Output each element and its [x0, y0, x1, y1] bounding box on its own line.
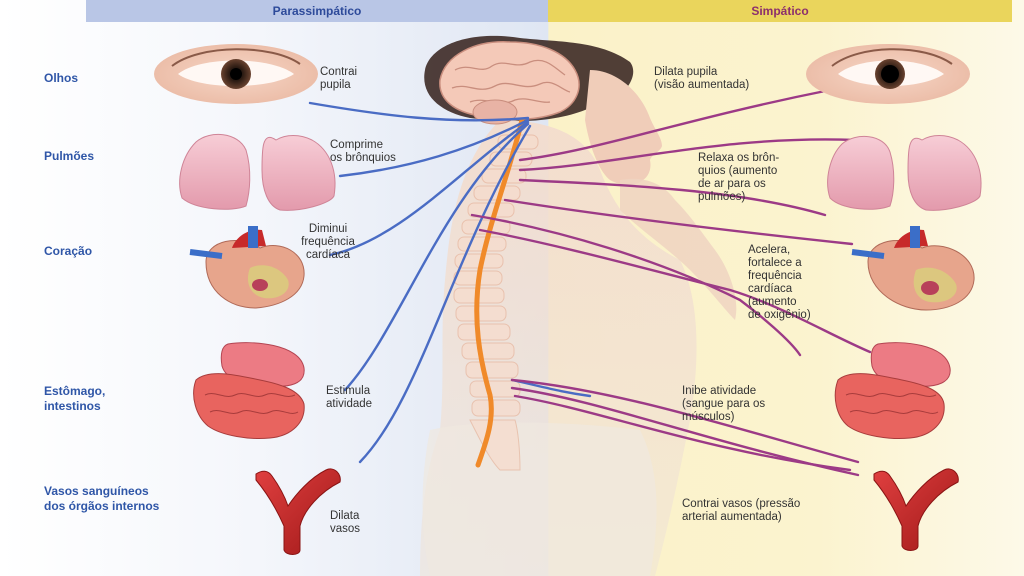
parasympathetic-header: Parassimpático — [86, 0, 548, 22]
right-lungs-image — [827, 135, 982, 211]
right-eye-image — [806, 44, 970, 104]
organ-label-stomach-intestines: Estômago, intestinos — [44, 384, 106, 413]
left-heart-image — [189, 226, 305, 309]
organ-label-blood-vessels: Vasos sanguíneos dos órgãos internos — [44, 484, 160, 513]
parasympathetic-effect-lungs: Comprime os brônquios — [330, 139, 396, 164]
sympathetic-effect-eyes: Dilata pupila (visão aumentada) — [654, 66, 750, 91]
right-heart-image — [851, 226, 975, 311]
spinal-cord — [474, 117, 525, 468]
right-blood-vessel-image — [873, 468, 959, 551]
sympathetic-nerves — [470, 88, 872, 477]
sympathetic-effect-heart: Acelera, fortalece a frequência cardíaca… — [748, 244, 811, 321]
brain — [439, 41, 580, 125]
left-lungs-image — [179, 133, 336, 211]
right-stomach-intestines-image — [834, 342, 951, 439]
sympathetic-effect-stomach: Inibe atividade (sangue para os músculos… — [682, 385, 766, 423]
sympathetic-effect-vessels: Contrai vasos (pressão arterial aumentad… — [682, 498, 801, 523]
parasympathetic-effect-heart: Diminui frequência cardíaca — [301, 223, 355, 261]
left-stomach-intestines-image — [193, 342, 305, 439]
organ-label-eyes: Olhos — [44, 71, 79, 85]
parasympathetic-effect-vessels: Dilata vasos — [330, 510, 361, 535]
organ-label-lungs: Pulmões — [44, 149, 95, 163]
sympathetic-header: Simpático — [548, 0, 1012, 22]
organ-label-heart: Coração — [44, 244, 93, 258]
parasympathetic-effect-eyes: Contrai pupila — [320, 66, 358, 91]
sympathetic-effect-lungs: Relaxa os brôn- quios (aumento de ar par… — [698, 152, 780, 203]
left-blood-vessel-image — [255, 468, 341, 555]
parasympathetic-effect-stomach: Estimula atividade — [326, 385, 373, 410]
left-eye-image — [154, 44, 318, 104]
